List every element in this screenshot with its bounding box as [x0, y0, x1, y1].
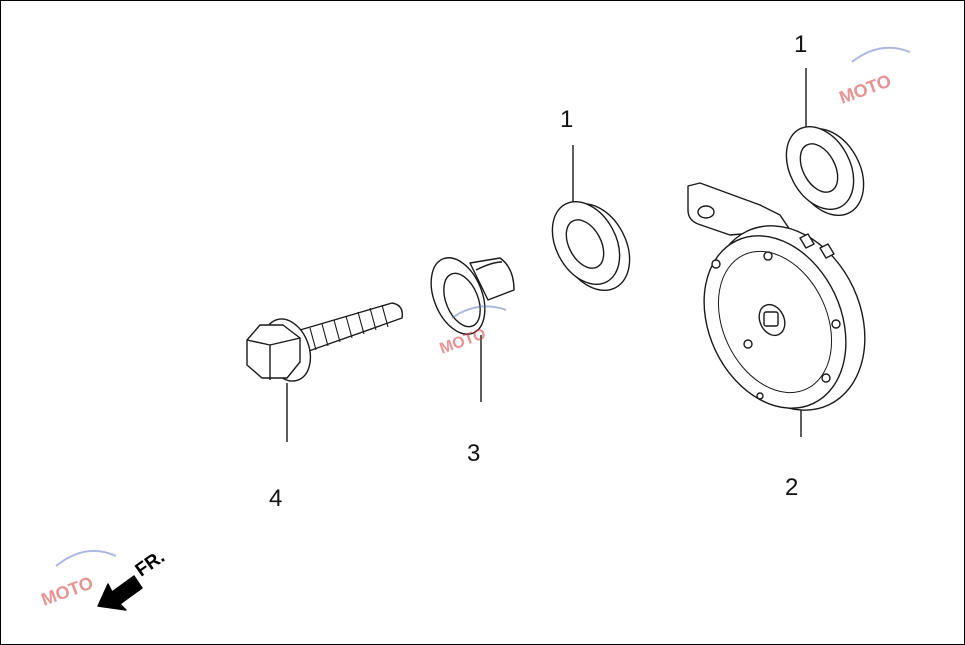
washer-mid-part: [551, 200, 631, 292]
bushing-part: [430, 257, 515, 335]
callout-washer-mid: 1: [560, 106, 574, 133]
horn-part: [687, 182, 866, 411]
washer-top-part: [785, 125, 865, 217]
svg-text:MOTO: MOTO: [837, 71, 894, 108]
bolt-part: [246, 302, 403, 382]
callout-bolt: 4: [269, 485, 283, 512]
front-direction-arrow-icon: [97, 575, 143, 611]
moto-logo-watermark-icon: MOTO: [837, 46, 911, 108]
callout-horn: 2: [785, 474, 799, 501]
svg-text:MOTO: MOTO: [39, 573, 96, 610]
callout-washer-top: 1: [794, 31, 808, 58]
callout-bushing: 3: [467, 440, 481, 467]
